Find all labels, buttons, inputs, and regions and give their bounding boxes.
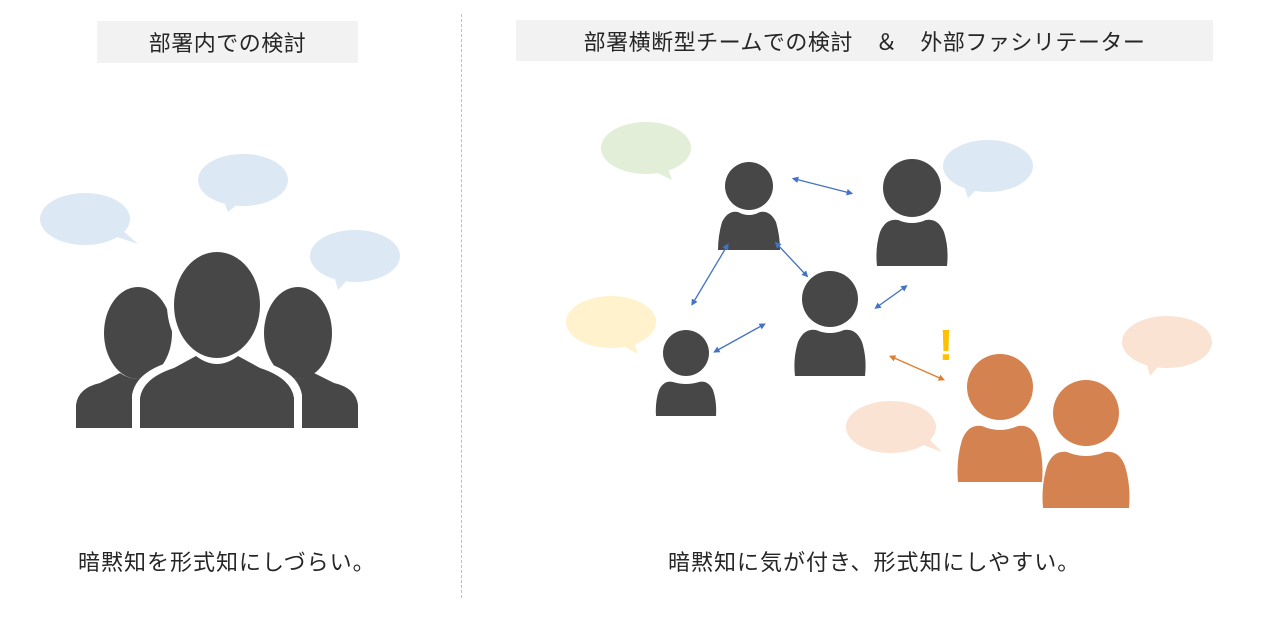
- interaction-arrows: [691, 176, 908, 353]
- speech-bubble-icon: [943, 140, 1033, 198]
- group-people-icon: [76, 245, 358, 430]
- panel-divider: [461, 14, 462, 598]
- speech-bubble-icon: [40, 193, 138, 245]
- facilitator-icon: [1042, 376, 1130, 508]
- left-panel-caption: 暗黙知を形式知にしづらい。: [78, 551, 376, 576]
- right-panel-caption: 暗黙知に気が付き、形式知にしやすい。: [668, 551, 1081, 576]
- person-icon: [655, 330, 717, 416]
- person-icon: [718, 162, 780, 250]
- facilitator-icon: [957, 354, 1043, 482]
- speech-bubble-icon: [566, 296, 656, 354]
- person-icon: [876, 159, 948, 266]
- person-icon: [794, 271, 866, 376]
- speech-bubble-icon: [1122, 316, 1212, 376]
- speech-bubble-icon: [310, 230, 400, 290]
- right-panel-title: 部署横断型チームでの検討 ＆ 外部ファシリテーター: [516, 20, 1213, 61]
- speech-bubble-icon: [198, 154, 288, 212]
- left-panel-title: 部署内での検討: [97, 21, 358, 63]
- speech-bubble-icon: [846, 401, 942, 453]
- facilitator-arrow: [889, 355, 945, 381]
- exclamation-icon: !: [939, 321, 954, 370]
- speech-bubble-icon: [601, 122, 691, 180]
